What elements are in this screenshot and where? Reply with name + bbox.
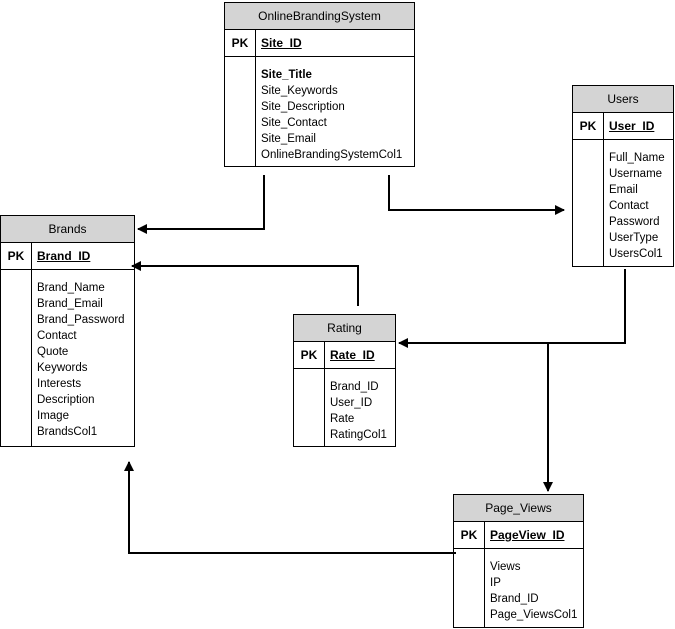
field: UsersCol1 xyxy=(609,248,663,260)
key-gutter xyxy=(294,369,325,446)
connector-obs-to-users xyxy=(388,175,565,215)
field: Brand_ID xyxy=(490,593,539,605)
entity-rating: Rating PK Rate_ID Brand_ID User_ID Rate … xyxy=(293,314,396,447)
primary-key-row: PK Site_ID xyxy=(225,30,414,57)
field: Site_Keywords xyxy=(261,85,338,97)
primary-key-row: PK User_ID xyxy=(573,113,673,140)
entity-users: Users PK User_ID Full_Name Username Emai… xyxy=(572,85,674,267)
field: User_ID xyxy=(330,397,373,409)
field: Rate xyxy=(330,413,355,425)
pk-field: Site_ID xyxy=(261,36,302,50)
field: Brand_Email xyxy=(37,298,103,310)
connector-obs-to-brands xyxy=(137,175,265,234)
pk-label: PK xyxy=(1,243,32,269)
entity-online-branding-system: OnlineBrandingSystem PK Site_ID Site_Tit… xyxy=(224,2,415,167)
entity-title: Rating xyxy=(294,315,395,342)
field: Email xyxy=(609,184,638,196)
entity-body: Brand_ID User_ID Rate RatingCol1 xyxy=(294,369,395,446)
key-gutter xyxy=(225,57,256,166)
field: Interests xyxy=(37,378,82,390)
field: Views xyxy=(490,561,521,573)
pk-field: Brand_ID xyxy=(37,249,91,263)
entity-title: Brands xyxy=(1,216,134,243)
field: UserType xyxy=(609,232,659,244)
field: Description xyxy=(37,394,95,406)
entity-body: Full_Name Username Email Contact Passwor… xyxy=(573,140,673,266)
entity-body: Site_Title Site_Keywords Site_Descriptio… xyxy=(225,57,414,166)
field: Contact xyxy=(37,330,77,342)
entity-body: Brand_Name Brand_Email Brand_Password Co… xyxy=(1,270,134,446)
entity-title: Page_Views xyxy=(454,495,583,522)
pk-label: PK xyxy=(573,113,604,139)
field: Keywords xyxy=(37,362,88,374)
entity-body: Views IP Brand_ID Page_ViewsCol1 xyxy=(454,549,583,627)
field: Brand_Password xyxy=(37,314,125,326)
pk-label: PK xyxy=(454,522,485,548)
field: Page_ViewsCol1 xyxy=(490,609,578,621)
pk-label: PK xyxy=(225,30,256,56)
field: BrandsCol1 xyxy=(37,426,98,438)
field: Username xyxy=(609,168,663,180)
primary-key-row: PK Brand_ID xyxy=(1,243,134,270)
field: Brand_ID xyxy=(330,381,379,393)
entity-title: OnlineBrandingSystem xyxy=(225,3,414,30)
field: Site_Description xyxy=(261,101,345,113)
field: IP xyxy=(490,577,501,589)
pk-label: PK xyxy=(294,342,325,368)
field: Brand_Name xyxy=(37,282,105,294)
field: Contact xyxy=(609,200,649,212)
key-gutter xyxy=(454,549,485,627)
entity-title: Users xyxy=(573,86,673,113)
field: Image xyxy=(37,410,69,422)
field: Site_Title xyxy=(261,69,312,81)
field: Password xyxy=(609,216,660,228)
pk-field: PageView_ID xyxy=(490,528,565,542)
entity-page-views: Page_Views PK PageView_ID Views IP Brand… xyxy=(453,494,584,628)
connector-rating-to-brands xyxy=(131,261,359,306)
pk-field: Rate_ID xyxy=(330,348,375,362)
field: Site_Contact xyxy=(261,117,327,129)
connector-page-views-to-brands xyxy=(124,461,456,554)
key-gutter xyxy=(573,140,604,266)
entity-brands: Brands PK Brand_ID Brand_Name Brand_Emai… xyxy=(0,215,135,447)
field: Full_Name xyxy=(609,152,665,164)
pk-field: User_ID xyxy=(609,119,655,133)
field: OnlineBrandingSystemCol1 xyxy=(261,149,403,161)
field: Quote xyxy=(37,346,69,358)
primary-key-row: PK PageView_ID xyxy=(454,522,583,549)
field: RatingCol1 xyxy=(330,429,387,441)
connector-users-to-rating xyxy=(398,269,626,348)
key-gutter xyxy=(1,270,32,446)
primary-key-row: PK Rate_ID xyxy=(294,342,395,369)
field: Site_Email xyxy=(261,133,316,145)
